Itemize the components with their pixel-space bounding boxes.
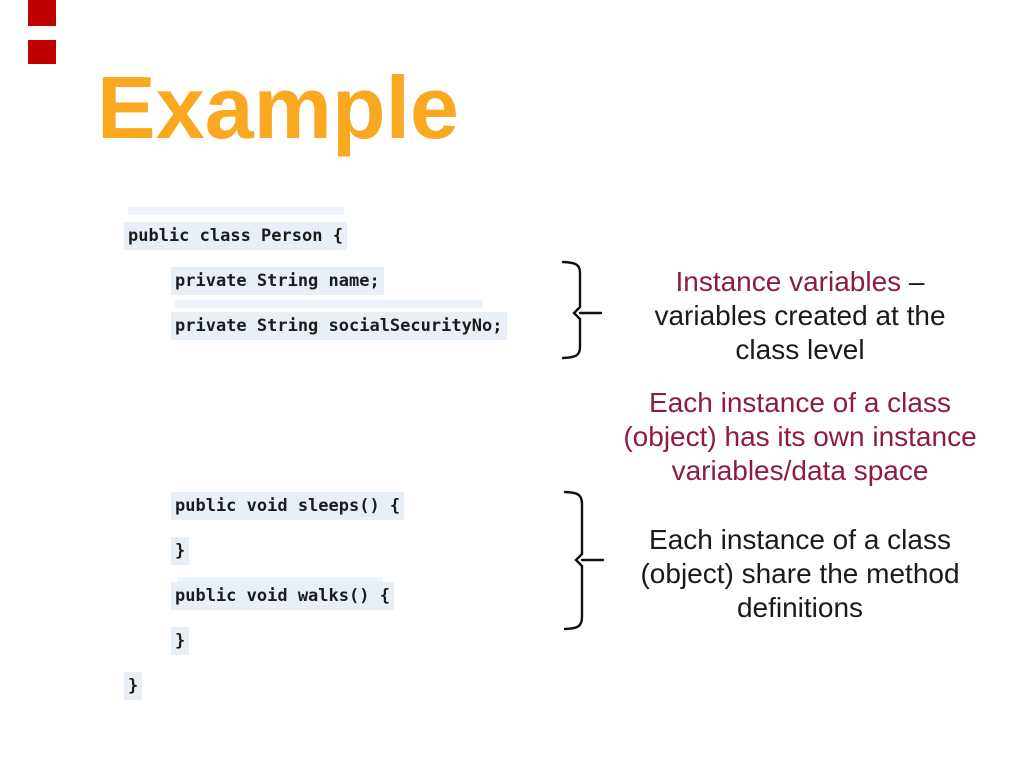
code-line-text: private String socialSecurityNo; [171, 311, 507, 340]
annotation-instance-variables: Instance variables –variables created at… [592, 265, 1008, 367]
annotation-text: (object) share the method [640, 558, 960, 589]
code-line: public void sleeps() { [124, 483, 507, 528]
code-line: } [124, 528, 507, 573]
annotation-text: Each instance of a class [649, 387, 951, 418]
annotation-text: definitions [736, 592, 864, 623]
annotation-line: Instance variables – [592, 265, 1008, 299]
annotation-text: – [901, 266, 925, 297]
code-line-text: } [171, 536, 190, 565]
code-line-text: public void sleeps() { [171, 491, 405, 520]
red-accent-block-top [28, 0, 56, 26]
annotation-line: Each instance of a class [592, 386, 1008, 420]
annotation-line: Each instance of a class [592, 523, 1008, 557]
code-line-text: } [124, 671, 143, 700]
code-line: } [124, 618, 507, 663]
red-accent-block-bottom [28, 40, 56, 64]
annotation-line: definitions [592, 591, 1008, 625]
annotation-text: variables/data space [671, 455, 929, 486]
code-block: public class Person { private String name… [124, 213, 507, 708]
code-line: public class Person { [124, 213, 507, 258]
highlight-ghost [175, 300, 483, 308]
slide-title: Example [97, 58, 459, 157]
highlight-ghost [128, 207, 344, 215]
annotation-shared-methods: Each instance of a class(object) share t… [592, 523, 1008, 625]
highlight-ghost [177, 577, 383, 585]
code-line-text: private String name; [171, 266, 384, 295]
code-line [124, 393, 507, 438]
code-line-text: public void walks() { [171, 581, 394, 610]
annotation-line: (object) share the method [592, 557, 1008, 591]
code-line: private String name; [124, 258, 507, 303]
annotation-text: variables created at the [654, 300, 946, 331]
annotation-line: (object) has its own instance [592, 420, 1008, 454]
code-line [124, 438, 507, 483]
annotation-text: (object) has its own instance [623, 421, 977, 452]
code-line-text: } [171, 626, 190, 655]
code-line: } [124, 663, 507, 708]
annotation-line: class level [592, 333, 1008, 367]
annotation-text: Instance variables [675, 266, 902, 297]
annotation-line: variables/data space [592, 454, 1008, 488]
annotation-text: Each instance of a class [649, 524, 951, 555]
code-line [124, 348, 507, 393]
annotation-line: variables created at the [592, 299, 1008, 333]
right-brace-icon-methods [563, 490, 605, 631]
code-line: private String socialSecurityNo; [124, 303, 507, 348]
annotation-own-instance-variables: Each instance of a class(object) has its… [592, 386, 1008, 488]
right-brace-icon-fields [561, 260, 603, 360]
code-line-text: public class Person { [124, 221, 347, 250]
code-line: public void walks() { [124, 573, 507, 618]
annotation-text: class level [735, 334, 865, 365]
